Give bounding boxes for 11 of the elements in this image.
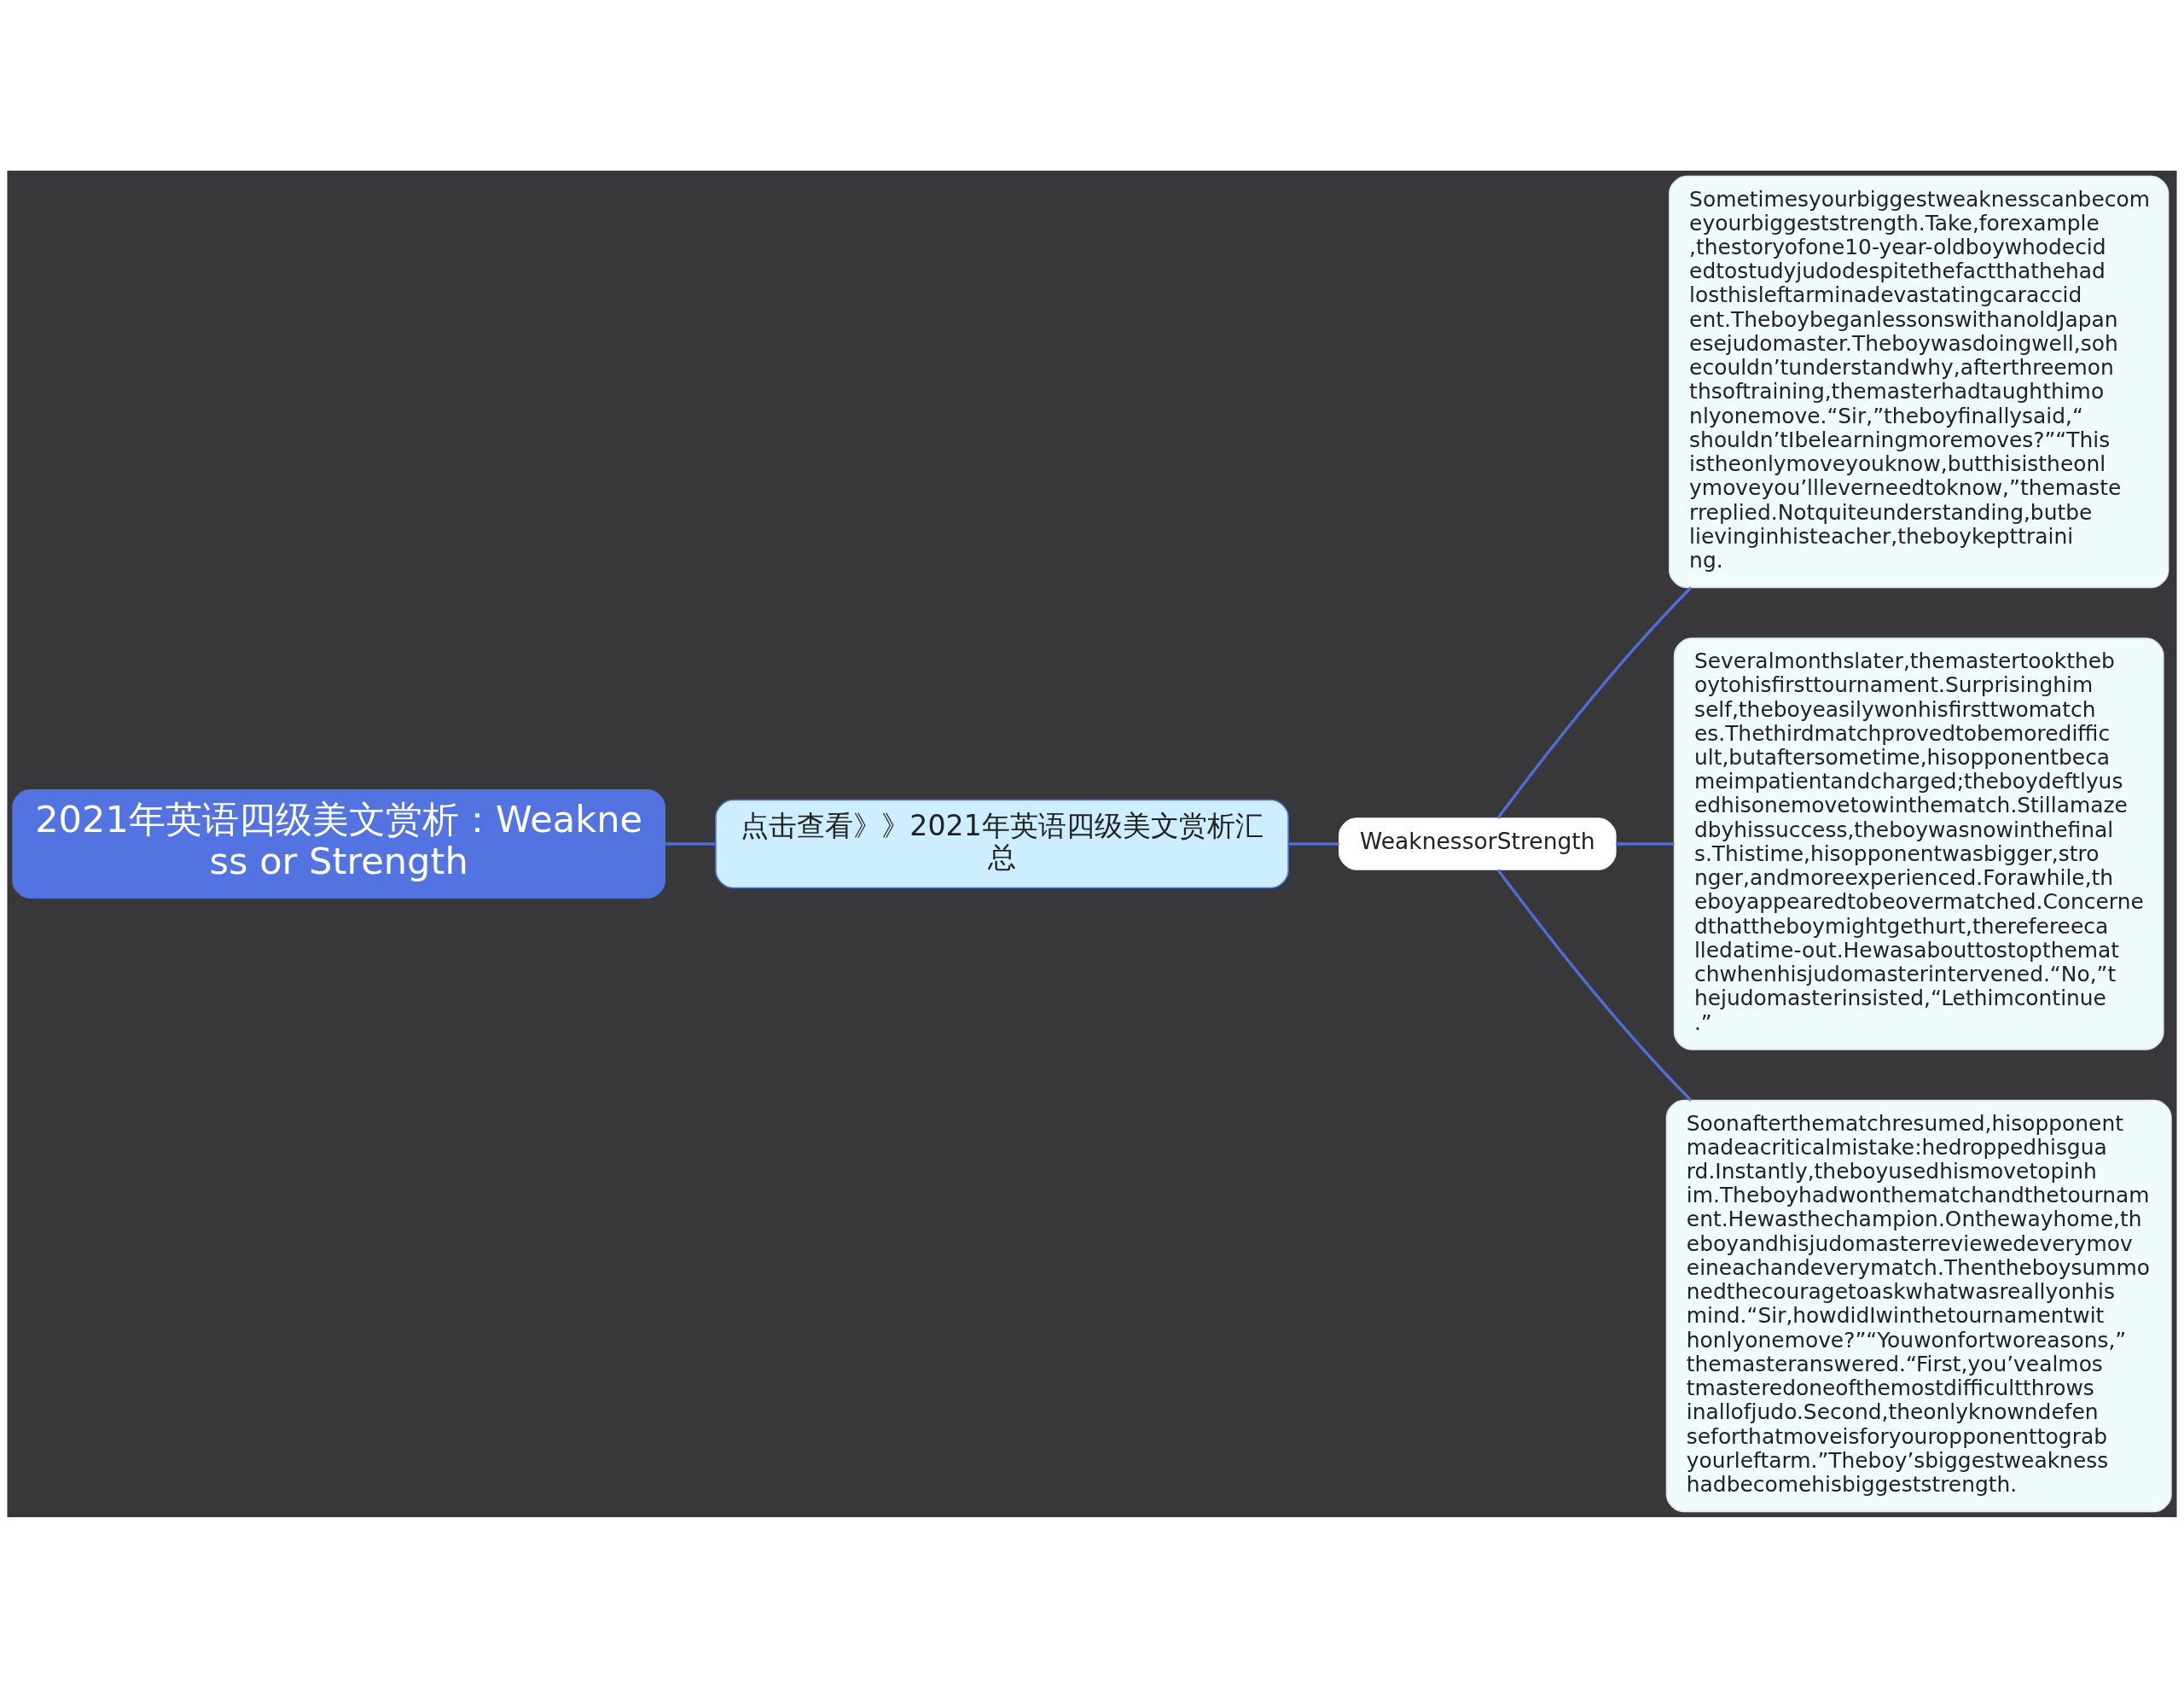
connector (1496, 585, 1693, 819)
connector (1496, 868, 1693, 1102)
node-box: 2021年英语四级美文赏析：Weakness or Strength (12, 788, 666, 899)
node-box: WeaknessorStrength (1339, 817, 1617, 870)
node-box: Severalmonthslater,themastertooktheboytohisfirsttournament.Surprisinghimself,theboyeasilywonhisfirsttwomatches.Thethirdmatchprovedtobemoredifficult,butaftersometime,hisopponentbecameimpatientandcharged;theboydeftlyusedhisonemovetowinthematch.Stillamazedbyhissuccess,theboywasnowinthefinals.Thistime,hisopponentwasbigger,stronger,andmoreexperienced.Forawhile,theboyappearedtobeovermatched.Concernedthattheboymightgethurt,therefereecalledatime-out.Hewasabouttostopthematchwhenhisjudomasterintervened.“No,”thejudomasterinsisted,“Lethimcontinue.” (1673, 637, 2164, 1050)
node-box: Sometimesyourbiggestweaknesscanbecomeyourbiggeststrength.Take,forexample,thestoryofone10-year-oldboywhodecidedtostudyjudodespitethefactthathehadlosthisleftarminadevastatingcaraccident.TheboybeganlessonswithanoldJapanesejudomaster.Theboywasdoingwell,sohecouldn’tunderstandwhy,afterthreemonthsoftraining,themasterhadtaughthimonlyonemove.“Sir,”theboyfinallysaid,“shouldn’tIbelearningmoremoves?”“Thisistheonlymoveyouknow,butthisistheonlymoveyou’llleverneedtoknow,”themasterreplied.Notquiteunderstanding,butbelievinginhisteacher,theboykepttraining. (1669, 175, 2169, 588)
connector (665, 841, 716, 846)
connector (1288, 841, 1339, 846)
node-box: 点击查看》》2021年英语四级美文赏析汇总 (715, 799, 1289, 888)
node-box: Soonafterthematchresumed,hisopponentmadeacriticalmistake:hedroppedhisguard.Instantly,theboyusedhismovetopinhim.Theboyhadwonthematchandthetournament.Hewasthechampion.Onthewayhome,theboyandhisjudomasterreviewedeverymoveineachandeverymatch.Thentheboysummonedthecouragetoaskwhatwasreallyonhismind.“Sir,howdidIwinthetournamentwithonlyonemove?”“Youwonfortworeasons,”themasteranswered.“First,you’vealmostmasteredoneofthemostdifficultthrowsinallofjudo.Second,theonlyknowndefenseforthatmoveisforyouropponenttograbyourleftarm.”Theboy’sbiggestweaknesshadbecomehisbiggeststrength. (1665, 1099, 2172, 1512)
connector (1616, 841, 1675, 846)
